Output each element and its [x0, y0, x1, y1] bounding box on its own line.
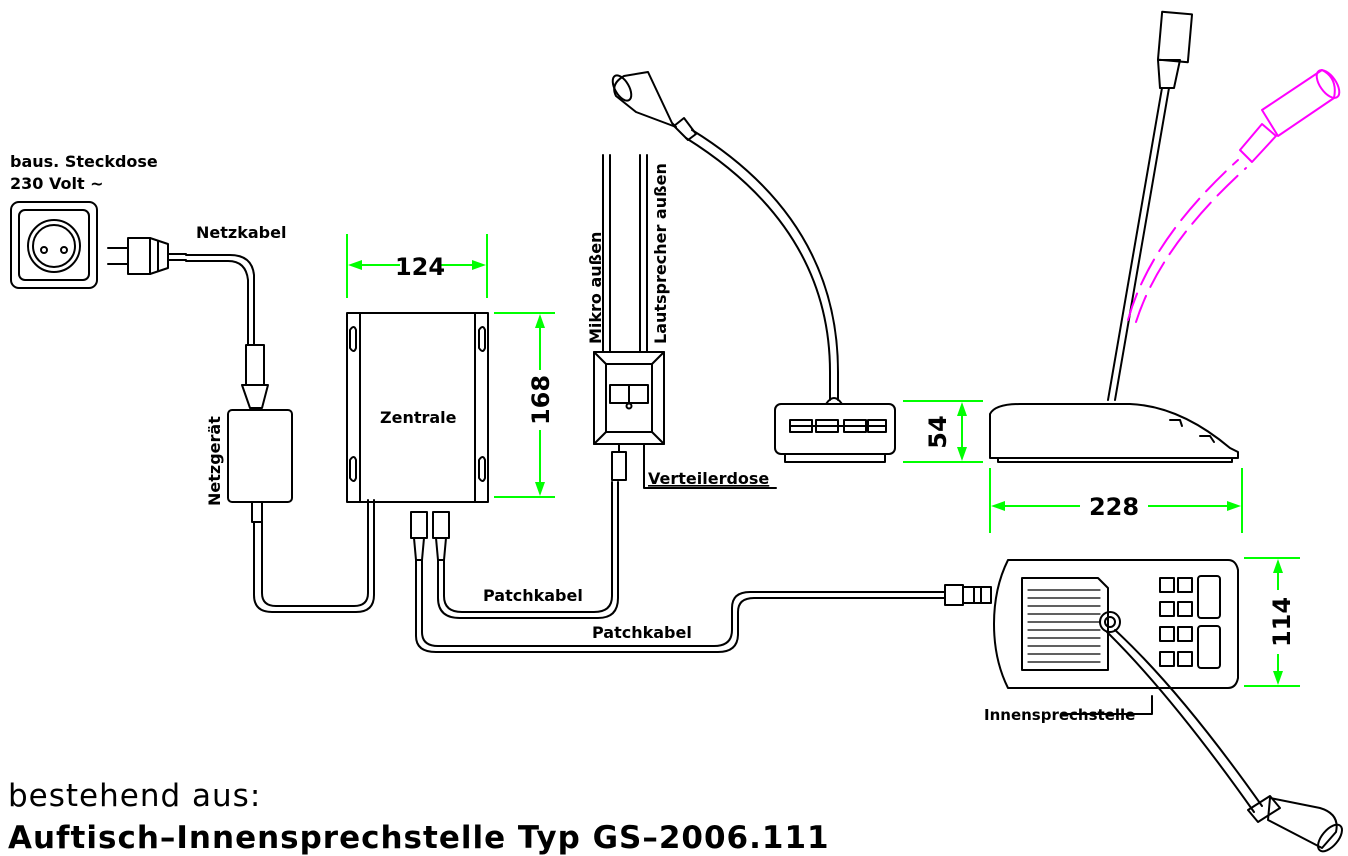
dim-zentrale-height: 168: [527, 375, 555, 425]
patch-cable-1-label: Patchkabel: [483, 586, 583, 605]
central-unit-icon: [346, 312, 489, 503]
power-plug-icon: [107, 237, 187, 275]
dim-zentrale-width: 124: [395, 253, 445, 281]
socket-label-line-1: baus. Steckdose: [10, 152, 158, 171]
dim-panel-height: 114: [1268, 597, 1296, 647]
central-unit-label: Zentrale: [380, 408, 457, 427]
dim-desk-depth: 228: [1089, 493, 1139, 521]
power-cable-label: Netzkabel: [196, 223, 286, 242]
desk-microphone-side-icon: [989, 10, 1239, 463]
external-mic-label: Mikro außen: [586, 232, 605, 344]
caption-product: Auftisch–Innensprechstelle Typ GS–2006.1…: [8, 820, 830, 856]
patch-cable-1: [443, 481, 613, 613]
wall-socket-icon: [10, 201, 98, 289]
patch-cable-2: [421, 559, 946, 647]
socket-label-line-2: 230 Volt ~: [10, 174, 104, 193]
external-speaker-label: Lautsprecher außen: [651, 163, 670, 344]
junction-box-icon: [593, 351, 665, 481]
intercom-label: Innensprechstelle: [984, 706, 1135, 724]
dim-desk-height: 54: [924, 415, 952, 448]
patch-connectors: [410, 511, 450, 561]
low-voltage-cable: [253, 499, 375, 613]
power-supply-label: Netzgerät: [205, 416, 224, 506]
power-cable: [185, 254, 255, 346]
intercom-panel-icon: [944, 559, 1343, 853]
caption-intro: bestehend aus:: [8, 778, 262, 814]
microphone-alternate-position: [1127, 69, 1341, 323]
power-supply-icon: [227, 344, 293, 523]
desk-microphone-front-icon: [611, 71, 896, 463]
junction-box-label: Verteilerdose: [648, 469, 769, 488]
patch-cable-2-label: Patchkabel: [592, 623, 692, 642]
